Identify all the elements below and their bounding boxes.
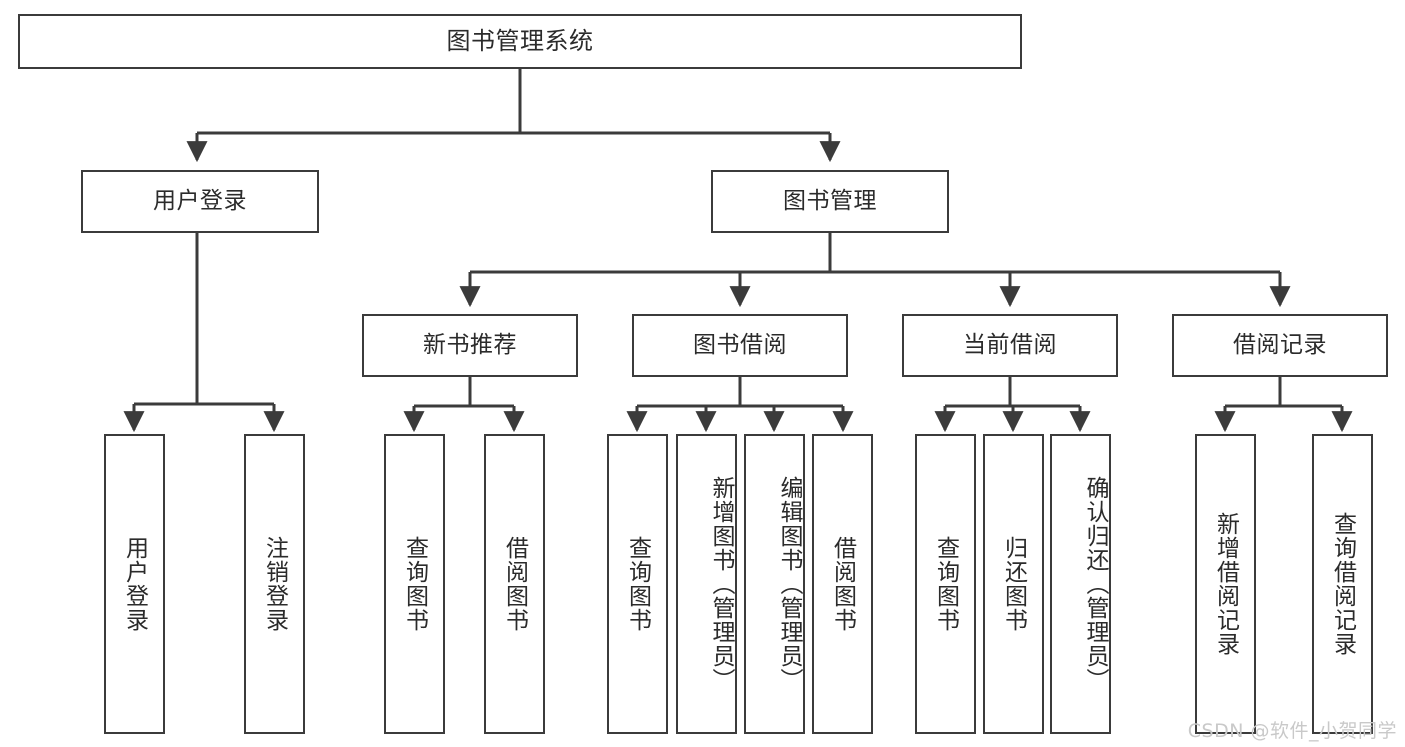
node-book-borrow[interactable]: 图书借阅 xyxy=(632,314,848,377)
leaf-edit-book-admin[interactable]: 编辑图书（管理员） xyxy=(744,434,805,734)
node-current-borrow[interactable]: 当前借阅 xyxy=(902,314,1118,377)
leaf-confirm-return-admin[interactable]: 确认归还（管理员） xyxy=(1050,434,1111,734)
leaf-query-borrow-record[interactable]: 查询借阅记录 xyxy=(1312,434,1373,734)
leaf-user-login[interactable]: 用户登录 xyxy=(104,434,165,734)
node-root-system[interactable]: 图书管理系统 xyxy=(18,14,1022,69)
leaf-borrow-book-borrow[interactable]: 借阅图书 xyxy=(812,434,873,734)
leaf-logout[interactable]: 注销登录 xyxy=(244,434,305,734)
leaf-query-book-current[interactable]: 查询图书 xyxy=(915,434,976,734)
leaf-borrow-book-recommend[interactable]: 借阅图书 xyxy=(484,434,545,734)
leaf-query-book-borrow[interactable]: 查询图书 xyxy=(607,434,668,734)
leaf-return-book[interactable]: 归还图书 xyxy=(983,434,1044,734)
watermark: CSDN @软件_小贺同学 xyxy=(1187,720,1397,742)
leaf-add-borrow-record[interactable]: 新增借阅记录 xyxy=(1195,434,1256,734)
leaf-add-book-admin[interactable]: 新增图书（管理员） xyxy=(676,434,737,734)
leaf-query-book-recommend[interactable]: 查询图书 xyxy=(384,434,445,734)
node-user-login[interactable]: 用户登录 xyxy=(81,170,319,233)
node-book-management[interactable]: 图书管理 xyxy=(711,170,949,233)
node-new-book-recommend[interactable]: 新书推荐 xyxy=(362,314,578,377)
node-borrow-record[interactable]: 借阅记录 xyxy=(1172,314,1388,377)
